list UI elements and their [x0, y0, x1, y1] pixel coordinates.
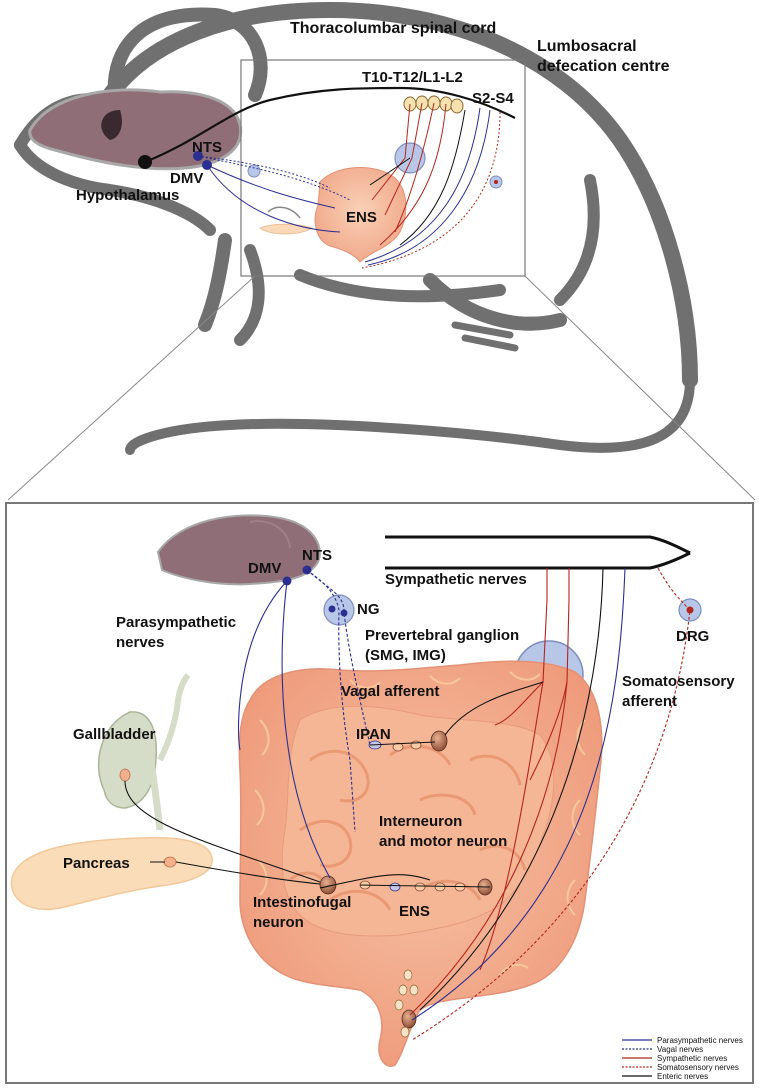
- label-pancreas: Pancreas: [63, 855, 130, 872]
- zoom-line-right: [524, 275, 756, 501]
- label-prevertebral-2: (SMG, IMG): [365, 647, 446, 664]
- bottom-nerves: [124, 567, 691, 1041]
- intestine-top: [259, 167, 407, 263]
- legend-label: Enteric nerves: [657, 1072, 708, 1081]
- spinal-cord-bottom: [385, 535, 691, 570]
- interneuron-cell: [430, 730, 448, 752]
- label-ipan: IPAN: [356, 726, 391, 743]
- nerves-top: [197, 102, 501, 269]
- label-nts: NTS: [302, 547, 332, 564]
- ens-chain-line: [359, 884, 491, 888]
- zoom-region-box: [240, 59, 526, 277]
- label-intestinofugal-2: neuron: [253, 914, 304, 931]
- rectal-plexus: [394, 969, 419, 1038]
- spinal-cord-top: [144, 86, 516, 164]
- label-somatosensory-2: afferent: [622, 693, 677, 710]
- label-lumbosacral-2: defecation centre: [537, 58, 670, 75]
- label-hypothalamus: Hypothalamus: [76, 187, 179, 204]
- label-ng: NG: [357, 601, 380, 618]
- label-sympathetic-nerves: Sympathetic nerves: [385, 571, 527, 588]
- label-intestinofugal-1: Intestinofugal: [253, 894, 351, 911]
- label-prevertebral-1: Prevertebral ganglion: [365, 627, 519, 644]
- legend-label: Somatosensory nerves: [657, 1063, 739, 1072]
- brain-bottom: [156, 514, 321, 586]
- label-gallbladder: Gallbladder: [73, 726, 156, 743]
- label-dmv: DMV: [248, 560, 281, 577]
- ens-ipan-cell: [389, 882, 401, 892]
- label-sacral-segments: S2-S4: [472, 90, 514, 107]
- legend-label: Parasympathetic nerves: [657, 1036, 743, 1045]
- legend-label: Sympathetic nerves: [657, 1054, 727, 1063]
- label-ens: ENS: [399, 903, 430, 920]
- ipan-chain-line: [369, 741, 436, 746]
- label-thoracolumbar-segments: T10-T12/L1-L2: [362, 69, 463, 86]
- label-lumbosacral-1: Lumbosacral: [537, 38, 637, 55]
- label-parasympathetic-2: nerves: [116, 634, 164, 651]
- label-dmv-top: DMV: [170, 170, 203, 187]
- label-vagal-afferent: Vagal afferent: [341, 683, 439, 700]
- pancreas: [10, 836, 213, 911]
- ng-cell-1: [328, 605, 336, 613]
- mouse-outline: [14, 2, 698, 455]
- label-interneuron-1: Interneuron: [379, 813, 462, 830]
- legend-label: Vagal nerves: [657, 1045, 703, 1054]
- drg-top-cell: [494, 180, 498, 184]
- label-somatosensory-1: Somatosensory: [622, 673, 735, 690]
- label-nts-top: NTS: [192, 139, 222, 156]
- label-parasympathetic-1: Parasympathetic: [116, 614, 236, 631]
- label-ens-top: ENS: [346, 209, 377, 226]
- zoom-line-left: [7, 275, 256, 501]
- gallbladder: [97, 673, 191, 831]
- label-spinal-cord: Thoracolumbar spinal cord: [290, 20, 496, 37]
- label-drg: DRG: [676, 628, 709, 645]
- ng-cell-2: [340, 609, 348, 617]
- label-interneuron-2: and motor neuron: [379, 833, 507, 850]
- brain-top: [28, 88, 243, 171]
